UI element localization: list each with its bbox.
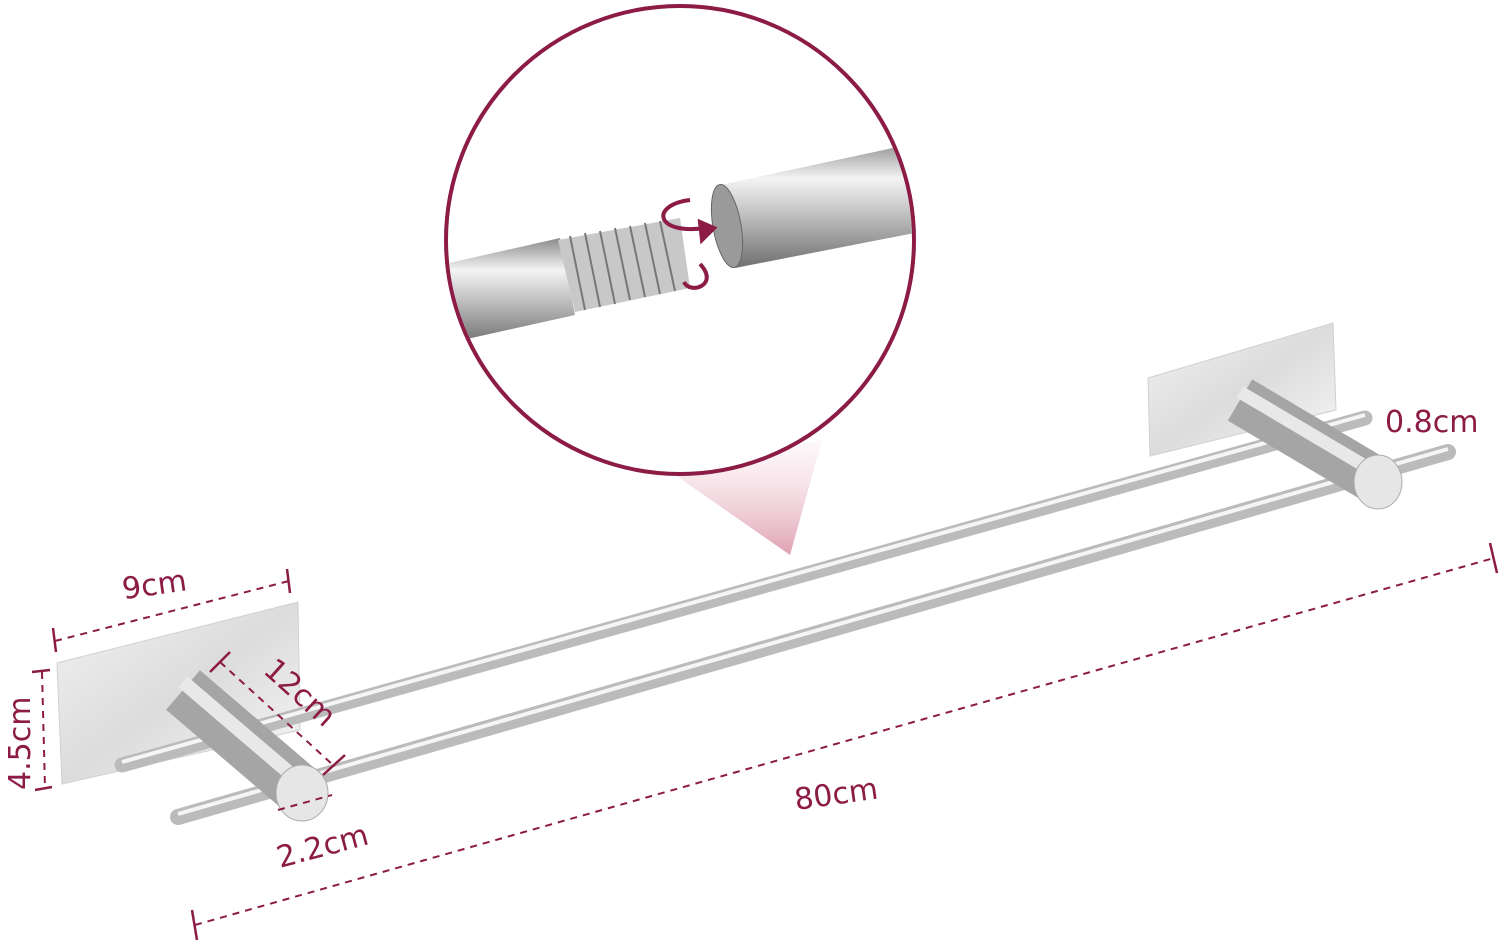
rod-right-tube <box>720 140 912 268</box>
label-plate-height: 4.5cm <box>3 697 38 790</box>
rod-left <box>448 238 575 345</box>
label-rod-diameter: 0.8cm <box>1385 405 1478 440</box>
right-arm <box>1227 379 1388 501</box>
back-rod <box>114 410 1373 773</box>
label-plate-width: 9cm <box>120 563 189 607</box>
rotate-arrows-icon <box>661 198 718 290</box>
label-total-length: 80cm <box>792 772 880 818</box>
dim-plate-width <box>51 568 292 653</box>
dim-plate-height <box>31 668 53 792</box>
label-arm-diameter: 2.2cm <box>273 818 372 876</box>
thread <box>558 218 690 312</box>
dim-total-length <box>190 542 1499 941</box>
dim-arm-diameter <box>277 794 333 811</box>
front-rod <box>170 444 1456 825</box>
dim-arm-length <box>209 651 346 776</box>
detail-inset <box>444 4 916 476</box>
